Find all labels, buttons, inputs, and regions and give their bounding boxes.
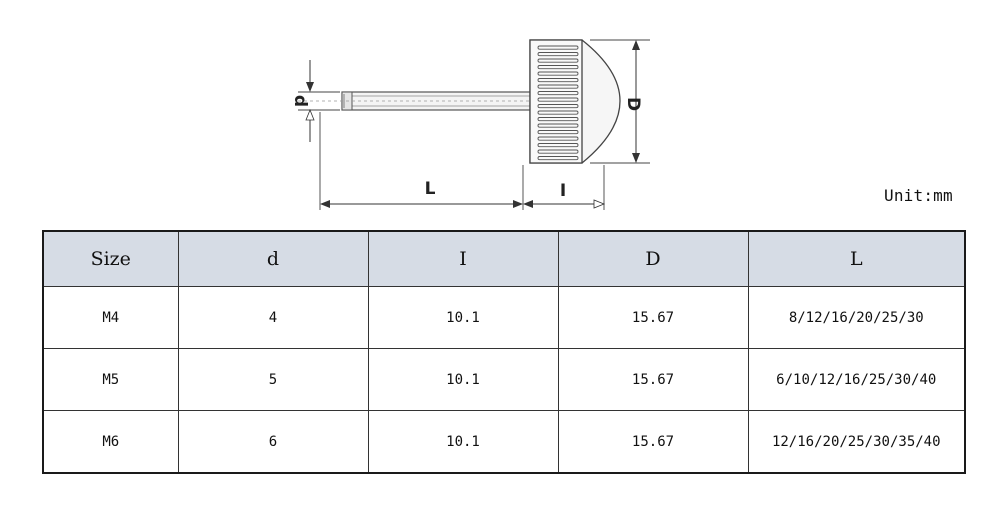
- cell-i: 10.1: [367, 348, 559, 411]
- cell-d: 5: [177, 348, 369, 411]
- label-I: I: [560, 181, 566, 201]
- label-L: L: [425, 179, 436, 199]
- label-D: D: [623, 97, 643, 111]
- header-size: Size: [42, 230, 179, 287]
- table-header-row: Size d I D L: [42, 230, 966, 287]
- unit-label: Unit:mm: [884, 186, 953, 205]
- cell-D: 15.67: [557, 410, 749, 474]
- label-d: d: [290, 95, 310, 107]
- table-row: M6 6 10.1 15.67 12/16/20/25/30/35/40: [42, 410, 966, 474]
- cell-size: M6: [42, 410, 179, 474]
- header-L: L: [747, 230, 966, 287]
- thumb-screw-diagram: D d L I: [290, 39, 650, 210]
- dimension-d: d: [290, 60, 340, 142]
- dimension-I: I: [523, 165, 606, 210]
- header-i: I: [367, 230, 559, 287]
- spec-table: Size d I D L M4 4 10.1 15.67 8/12/16/20/…: [42, 230, 966, 474]
- table-row: M5 5 10.1 15.67 6/10/12/16/25/30/40: [42, 348, 966, 411]
- cell-L: 12/16/20/25/30/35/40: [747, 410, 966, 474]
- header-D: D: [557, 230, 749, 287]
- cell-L: 6/10/12/16/25/30/40: [747, 348, 966, 411]
- cell-i: 10.1: [367, 410, 559, 474]
- cell-L: 8/12/16/20/25/30: [747, 286, 966, 349]
- cell-D: 15.67: [557, 286, 749, 349]
- cell-d: 4: [177, 286, 369, 349]
- table-row: M4 4 10.1 15.67 8/12/16/20/25/30: [42, 286, 966, 349]
- cell-size: M5: [42, 348, 179, 411]
- knurled-head: [529, 39, 621, 164]
- dimension-L: L: [319, 112, 524, 210]
- cell-size: M4: [42, 286, 179, 349]
- cell-i: 10.1: [367, 286, 559, 349]
- dimension-D: D: [590, 39, 650, 164]
- cell-D: 15.67: [557, 348, 749, 411]
- header-d: d: [177, 230, 369, 287]
- cell-d: 6: [177, 410, 369, 474]
